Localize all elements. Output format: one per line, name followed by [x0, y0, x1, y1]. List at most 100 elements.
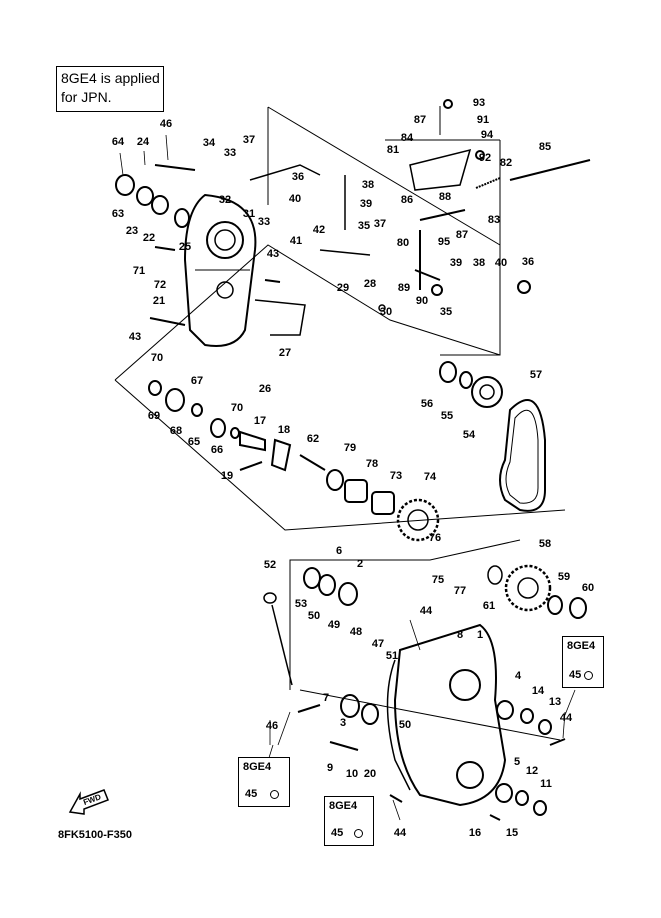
- part-callout: 50: [398, 719, 412, 731]
- part-callout: 68: [169, 425, 183, 437]
- seal-group-bottom: [303, 567, 552, 816]
- frame-line: [114, 379, 566, 531]
- part-callout: 39: [449, 257, 463, 269]
- seal-bearing-group: [115, 174, 190, 228]
- part-callout: 58: [538, 538, 552, 550]
- part-callout: 62: [306, 433, 320, 445]
- part-callout: 59: [557, 571, 571, 583]
- part-callout: 66: [210, 444, 224, 456]
- bolt-icon: [354, 829, 363, 838]
- part-callout: 79: [343, 442, 357, 454]
- part-callout: 10: [345, 768, 359, 780]
- part-callout: 7: [322, 692, 330, 704]
- part-callout: 11: [540, 778, 552, 790]
- bolt-group: [149, 164, 566, 821]
- part-callout: 26: [258, 383, 272, 395]
- part-callout: 49: [327, 619, 341, 631]
- sprocket-54: [439, 361, 503, 408]
- part-callout: 43: [266, 248, 280, 260]
- variant-code: 8GE4: [329, 800, 358, 812]
- bolt-icon: [270, 790, 279, 799]
- part-callout: 92: [478, 152, 492, 164]
- fwd-arrow-icon: FWD: [68, 789, 109, 815]
- variant-box-left: 8GE4 45: [238, 757, 290, 807]
- part-callout: 21: [152, 295, 166, 307]
- gear-group-left: [148, 380, 292, 472]
- dipstick: [263, 592, 293, 686]
- part-callout: 20: [363, 768, 377, 780]
- part-callout: 82: [499, 157, 513, 169]
- figure-code: 8FK5100-F350: [58, 829, 132, 841]
- part-callout: 76: [428, 532, 442, 544]
- part-callout: 83: [487, 214, 501, 226]
- part-callout: 44: [419, 605, 433, 617]
- variant-code: 8GE4: [567, 640, 596, 652]
- part-callout: 47: [371, 638, 385, 650]
- part-callout: 42: [312, 224, 326, 236]
- part-callout: 80: [396, 237, 410, 249]
- gear-74: [396, 498, 440, 542]
- part-callout: 32: [218, 194, 232, 206]
- part-callout: 28: [363, 278, 377, 290]
- part-callout: 65: [187, 436, 201, 448]
- part-callout: 18: [277, 424, 291, 436]
- spring-group: [326, 469, 395, 515]
- part-callout: 94: [480, 129, 494, 141]
- part-callout: 36: [521, 256, 535, 268]
- part-callout: 37: [242, 134, 256, 146]
- part-callout: 50: [307, 610, 321, 622]
- linkage-middle: [249, 164, 386, 336]
- part-callout: 87: [455, 229, 469, 241]
- variant-code: 8GE4: [243, 761, 272, 773]
- part-callout: 8: [456, 629, 464, 641]
- part-callout: 17: [253, 415, 267, 427]
- part-callout: 13: [548, 696, 562, 708]
- part-callout: 27: [278, 347, 292, 359]
- part-callout: 33: [223, 147, 237, 159]
- part-callout: 95: [437, 236, 451, 248]
- part-callout: 46: [159, 118, 173, 130]
- shift-linkage: [409, 99, 591, 296]
- part-callout: 16: [468, 827, 482, 839]
- part-callout: 44: [393, 827, 407, 839]
- part-callout: 78: [365, 458, 379, 470]
- part-callout: 51: [385, 650, 399, 662]
- part-callout: 38: [361, 179, 375, 191]
- frame-line: [289, 539, 521, 690]
- part-callout: 23: [125, 225, 139, 237]
- part-callout: 90: [415, 295, 429, 307]
- part-callout: 87: [413, 114, 427, 126]
- part-callout: 29: [336, 282, 350, 294]
- variant-part-number: 45: [569, 669, 582, 681]
- part-callout: 19: [220, 470, 234, 482]
- variant-box-right: 8GE4 45: [562, 636, 604, 688]
- part-callout: 24: [136, 136, 150, 148]
- part-callout: 38: [472, 257, 486, 269]
- applicability-note: 8GE4 is applied for JPN.: [56, 66, 164, 112]
- drive-chain: [499, 399, 546, 512]
- part-callout: 85: [538, 141, 552, 153]
- frame-line: [114, 244, 501, 381]
- part-callout: 54: [462, 429, 476, 441]
- part-callout: 40: [494, 257, 508, 269]
- part-callout: 73: [389, 470, 403, 482]
- part-callout: 40: [288, 193, 302, 205]
- part-callout: 22: [142, 232, 156, 244]
- part-callout: 52: [263, 559, 277, 571]
- part-callout: 56: [420, 398, 434, 410]
- part-callout: 37: [373, 218, 387, 230]
- part-callout: 69: [147, 410, 161, 422]
- part-callout: 35: [439, 306, 453, 318]
- part-callout: 91: [476, 114, 490, 126]
- gear-58: [487, 564, 587, 619]
- variant-part-number: 45: [331, 827, 344, 839]
- part-callout: 25: [178, 241, 192, 253]
- part-callout: 64: [111, 136, 125, 148]
- part-callout: 6: [335, 545, 343, 557]
- part-callout: 74: [423, 471, 437, 483]
- part-callout: 71: [132, 265, 146, 277]
- variant-box-bottom: 8GE4 45: [324, 796, 374, 846]
- part-callout: 55: [440, 410, 454, 422]
- part-callout: 70: [150, 352, 164, 364]
